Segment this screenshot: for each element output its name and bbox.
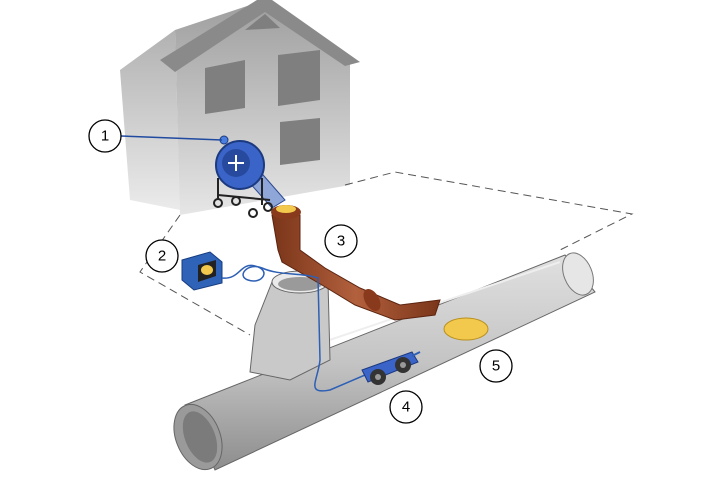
callout-1-leader xyxy=(120,135,223,141)
callout-3-label: 3 xyxy=(337,233,345,250)
house-windows xyxy=(205,14,320,165)
blower-cart xyxy=(213,178,273,218)
inspection-robot xyxy=(361,351,421,385)
callout-2-label: 2 xyxy=(158,248,166,265)
callout-4-label: 4 xyxy=(402,399,410,416)
control-monitor xyxy=(181,251,366,392)
blower-unit xyxy=(213,135,286,218)
callout-5: 5 xyxy=(479,349,513,383)
inversion-hose xyxy=(271,205,441,321)
callout-1: 1 xyxy=(88,119,122,153)
callout-5-label: 5 xyxy=(492,358,500,375)
callout-4: 4 xyxy=(389,390,423,424)
ground-outline xyxy=(139,171,634,336)
callout-2: 2 xyxy=(145,239,179,273)
cable-coil xyxy=(221,264,366,392)
manhole-riser xyxy=(249,270,331,381)
resin-plug xyxy=(443,317,489,341)
callout-3: 3 xyxy=(324,224,358,258)
callout-1-label: 1 xyxy=(101,128,109,145)
house xyxy=(120,0,360,215)
